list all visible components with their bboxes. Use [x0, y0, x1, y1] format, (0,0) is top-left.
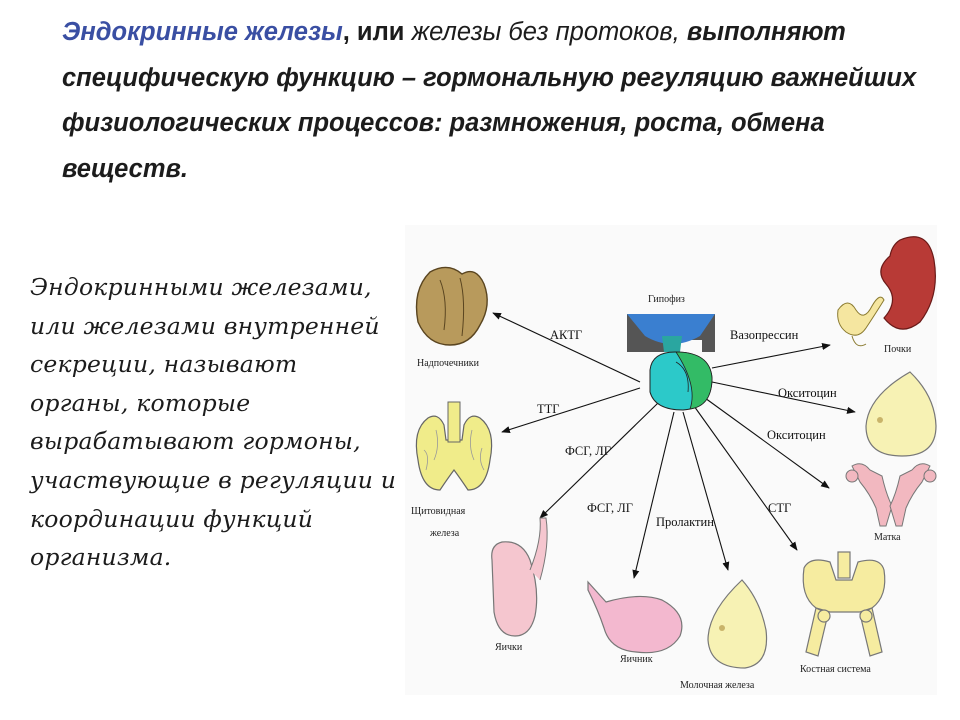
- organ-label-kidneys: Почки: [884, 344, 912, 355]
- heading-alt: железы без протоков,: [411, 18, 680, 46]
- arrow-skeleton: [693, 405, 798, 551]
- heading-rest: выполняют специфическую функцию – гормон…: [62, 18, 917, 183]
- mammary-icon: [707, 579, 768, 669]
- arrow-thyroid: [501, 387, 641, 433]
- heading-sep: , или: [342, 18, 412, 46]
- pituitary-label: Гипофиз: [648, 294, 685, 305]
- ovary-icon: [587, 580, 683, 654]
- arrow-mammary: [682, 411, 730, 571]
- hormone-label-fsg-lg-1: ФСГ, ЛГ: [565, 444, 611, 458]
- hormone-label-vasopressin: Вазопрессин: [730, 328, 799, 342]
- hormone-label-stg: СТГ: [768, 501, 791, 515]
- hormone-arrows: [492, 312, 856, 579]
- arrow-adrenal: [492, 312, 641, 383]
- organ-label-thyroid-2: железа: [429, 528, 460, 539]
- adrenal-icon: [415, 266, 488, 346]
- arrow-kidneys: [711, 343, 831, 369]
- skeleton-icon: [802, 551, 886, 657]
- thyroid-icon: [415, 401, 493, 491]
- mammary-gland-icon-2: [865, 371, 937, 457]
- organ-label-thyroid-1: Щитовидная: [411, 506, 466, 517]
- arrow-testes: [539, 402, 659, 519]
- kidney-icon: [837, 236, 936, 347]
- pituitary-icon: [627, 314, 715, 411]
- arrow-mammary-oxytocin: [711, 381, 856, 414]
- hormone-label-actg: АКТГ: [550, 328, 582, 342]
- heading-term: Эндокринные железы: [62, 18, 343, 46]
- organ-label-mammary: Молочная железа: [680, 680, 755, 691]
- testes-icon: [491, 517, 548, 637]
- organ-label-adrenal: Надпочечники: [417, 358, 480, 369]
- hormone-label-prolactin: Пролактин: [656, 515, 714, 529]
- heading: Эндокринные железы, или железы без прото…: [62, 10, 932, 192]
- organ-label-skeleton: Костная система: [800, 664, 871, 675]
- organ-label-uterus: Матка: [874, 532, 901, 543]
- hormone-label-ttg: ТТГ: [537, 402, 560, 416]
- hormone-label-fsg-lg-2: ФСГ, ЛГ: [587, 501, 633, 515]
- hormone-label-oxytocin-1: Окситоцин: [778, 386, 837, 400]
- definition-text: Эндокринными железами, или железами внут…: [30, 273, 397, 572]
- uterus-icon: [845, 463, 937, 527]
- organ-label-ovary: Яичник: [620, 654, 653, 665]
- arrow-uterus: [704, 397, 830, 489]
- organ-label-testes: Яички: [495, 642, 523, 653]
- arrow-ovary: [632, 411, 675, 579]
- hormone-label-oxytocin-2: Окситоцин: [767, 428, 826, 442]
